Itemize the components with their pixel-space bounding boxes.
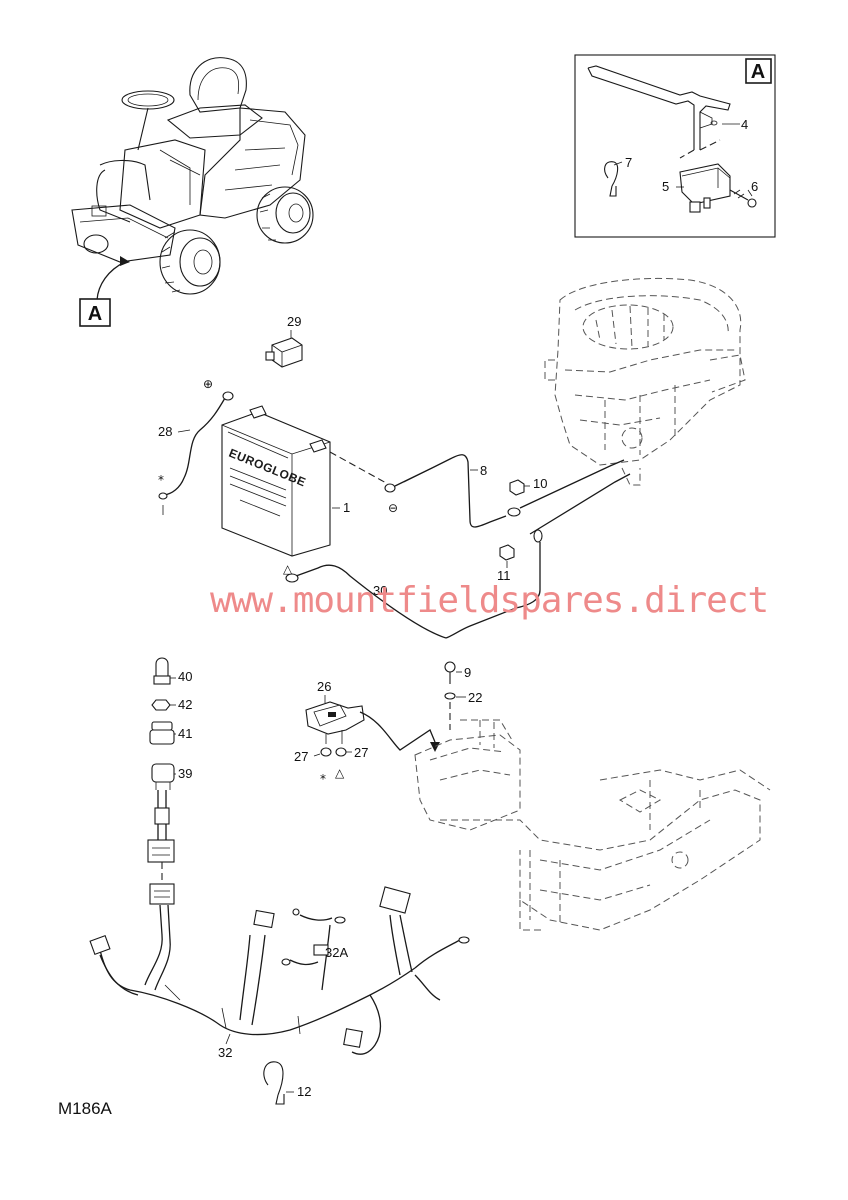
part-26-label: 26 [317,679,331,694]
part-28-label: 28 [158,424,172,439]
part-5-label: 5 [662,179,669,194]
part-12-label: 12 [297,1084,311,1099]
part-39-label: 39 [178,766,192,781]
part-29-label: 29 [287,314,301,329]
part-30-label: 30 [373,583,387,598]
part-10-label: 10 [533,476,547,491]
asterisk-marker-28: * [158,473,164,487]
view-a-callout-tag: A [79,298,111,327]
part-11-label: 11 [497,568,511,583]
part-42-label: 42 [178,697,192,712]
bolt-and-washer: 9 22 [444,661,482,730]
detail-a-inset: A 4 7 5 6 [574,54,776,238]
part-7-label: 7 [625,155,632,170]
ride-on-mower-illustration [71,57,314,301]
part-27-label-left: 27 [294,749,308,764]
drawing-code: M186A [58,1099,113,1118]
ignition-switch-assembly: 40 42 41 39 [147,657,192,905]
seat-switch-assembly: 26 27 27 * △ [294,679,440,786]
part-41-label: 41 [178,726,192,741]
part-32-label: 32 [218,1045,232,1060]
part-8-label: 8 [480,463,487,478]
part-9-label: 9 [464,665,471,680]
chassis-frame-outline [414,719,771,931]
part-27-label-right: 27 [354,745,368,760]
part-32a-label: 32A [325,945,348,960]
main-wiring-harness: 32A 32 [89,886,470,1060]
view-a-tag-label: A [88,303,102,325]
part-6-label: 6 [751,179,758,194]
negative-symbol: ⊖ [388,501,398,515]
detail-a-tag-label: A [751,61,765,83]
part-22-label: 22 [468,690,482,705]
asterisk-marker-27: * [320,772,326,786]
engine-outline [544,277,746,486]
triangle-marker-27: △ [335,766,345,780]
cable-tie: 12 [263,1061,311,1105]
part-40-label: 40 [178,669,192,684]
positive-symbol: ⊕ [203,377,213,391]
website-watermark: www.mountfieldspares.direct [210,580,768,621]
triangle-marker-30: △ [283,562,293,576]
battery-assembly: 29 EUROGLOBE 1 ⊕ 28 * ⊖ 8 [158,314,631,639]
part-4-label: 4 [741,117,748,132]
part-1-label: 1 [343,500,350,515]
